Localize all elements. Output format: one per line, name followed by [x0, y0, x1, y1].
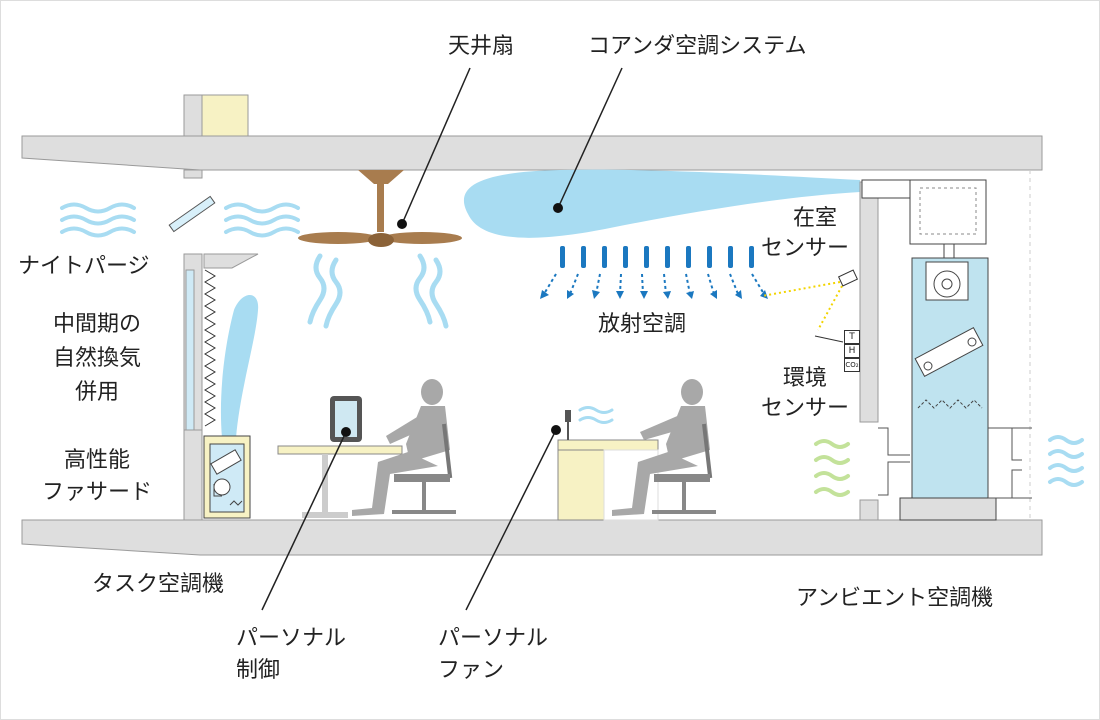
label-env-sensor-line1: 環境: [782, 366, 827, 391]
leader-dots: [341, 203, 563, 437]
label-facade-line1: 高性能: [63, 448, 130, 473]
label-env-sensor-line2: センサー: [760, 396, 849, 421]
chair-left: [392, 423, 456, 514]
personal-control-tablet: [330, 396, 362, 442]
personal-fan-device: [565, 410, 571, 440]
occupancy-sensor-beams: [761, 281, 843, 331]
leader-lines: [261, 67, 623, 611]
radiant-arrowheads: [540, 290, 768, 299]
label-ceiling-fan: 天井扇: [448, 34, 515, 59]
label-ambient-ac: アンビエント空調機: [796, 586, 994, 611]
right-wall: [859, 170, 1031, 521]
night-purge-window: [168, 195, 216, 233]
label-occupancy-line2: センサー: [760, 236, 849, 261]
ambient-ahu: [861, 179, 1032, 521]
label-radiant: 放射空調: [598, 312, 687, 337]
sensor-mark-t: T: [844, 330, 860, 344]
label-coanda: コアンダ空調システム: [588, 34, 807, 59]
label-facade-line2: ファサード: [41, 480, 152, 505]
label-task-ac: タスク空調機: [92, 572, 225, 597]
sensor-mark-co2: CO₂: [844, 358, 860, 372]
label-personal-fan-line1: パーソナル: [438, 626, 549, 651]
label-natural-vent-line3: 併用: [74, 380, 119, 405]
ceiling-fan-airflow: [307, 253, 449, 329]
label-personal-control-line1: パーソナル: [236, 626, 347, 651]
task-ac-air-plume: [220, 295, 259, 438]
person-right: [612, 379, 710, 516]
task-ac-unit: [203, 435, 251, 519]
floor-slab: [21, 519, 1043, 556]
label-personal-control-line2: 制御: [236, 658, 281, 683]
radiant-panels: [560, 246, 754, 268]
coanda-airflow: [463, 169, 860, 238]
sensor-mark-h: H: [844, 344, 860, 358]
facade-structure: [183, 253, 259, 521]
env-sensor-leader: [814, 335, 844, 343]
ceiling-fan-drawing: [298, 170, 462, 247]
chair-right: [652, 423, 716, 514]
roof-duct: [183, 94, 249, 179]
person-left: [352, 379, 450, 516]
fresh-air-waves: [814, 439, 850, 497]
ceiling-slab: [21, 135, 1043, 171]
occupancy-sensor-device: [837, 269, 859, 287]
radiant-arrows: [543, 273, 765, 295]
label-natural-vent-line2: 自然換気: [52, 346, 141, 371]
night-purge-airflow: [60, 202, 300, 238]
exhaust-waves: [1048, 435, 1084, 487]
label-personal-fan-line2: ファン: [438, 658, 505, 683]
label-occupancy-line1: 在室: [792, 206, 837, 231]
label-natural-vent-line1: 中間期の: [52, 312, 141, 337]
label-night-purge: ナイトパージ: [18, 254, 150, 279]
personal-fan-airflow: [578, 406, 614, 424]
